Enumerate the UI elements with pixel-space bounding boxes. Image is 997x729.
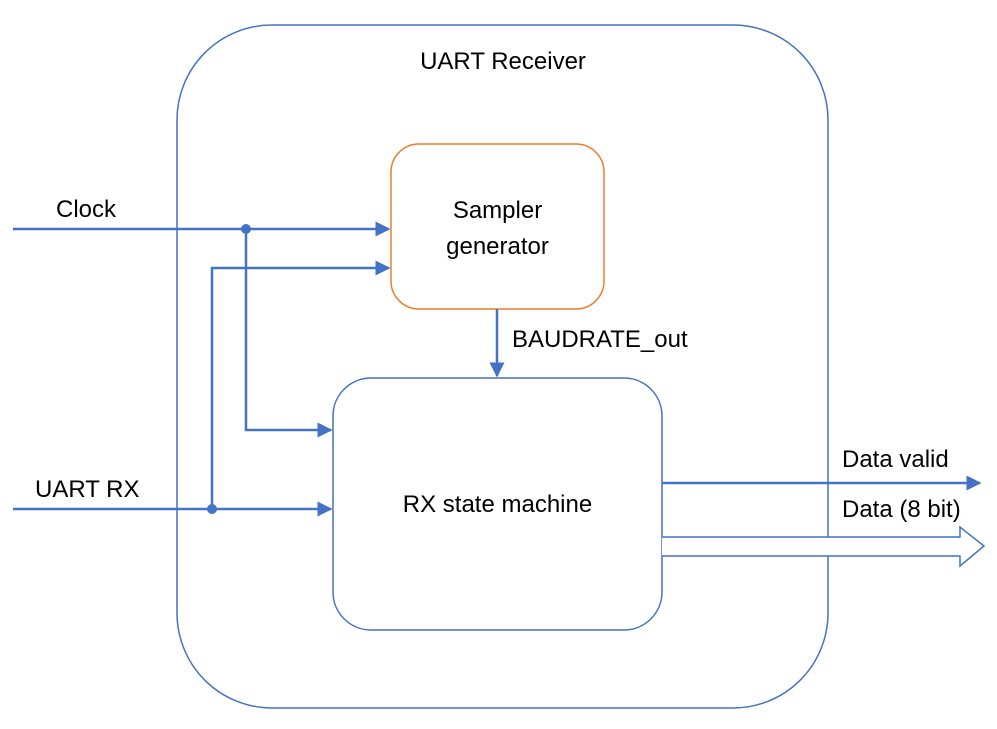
clock-label: Clock — [56, 196, 117, 223]
diagram-title: UART Receiver — [420, 48, 586, 75]
rx-state-machine-block — [332, 377, 663, 631]
data-label: Data (8 bit) — [842, 496, 961, 523]
baudrate-out-label: BAUDRATE_out — [512, 326, 688, 353]
sampler-label-line2: generator — [446, 233, 549, 260]
sampler-generator-block — [390, 143, 605, 310]
state-machine-label: RX state machine — [402, 491, 593, 518]
data-valid-label: Data valid — [842, 446, 949, 473]
uart-rx-branch-wire — [210, 260, 391, 509]
uart-rx-label: UART RX — [35, 476, 140, 503]
clock-branch-wire — [244, 229, 333, 438]
uart-receiver-container — [176, 24, 829, 709]
data-bus-arrow — [662, 525, 986, 568]
sampler-label-line1: Sampler — [452, 197, 543, 224]
